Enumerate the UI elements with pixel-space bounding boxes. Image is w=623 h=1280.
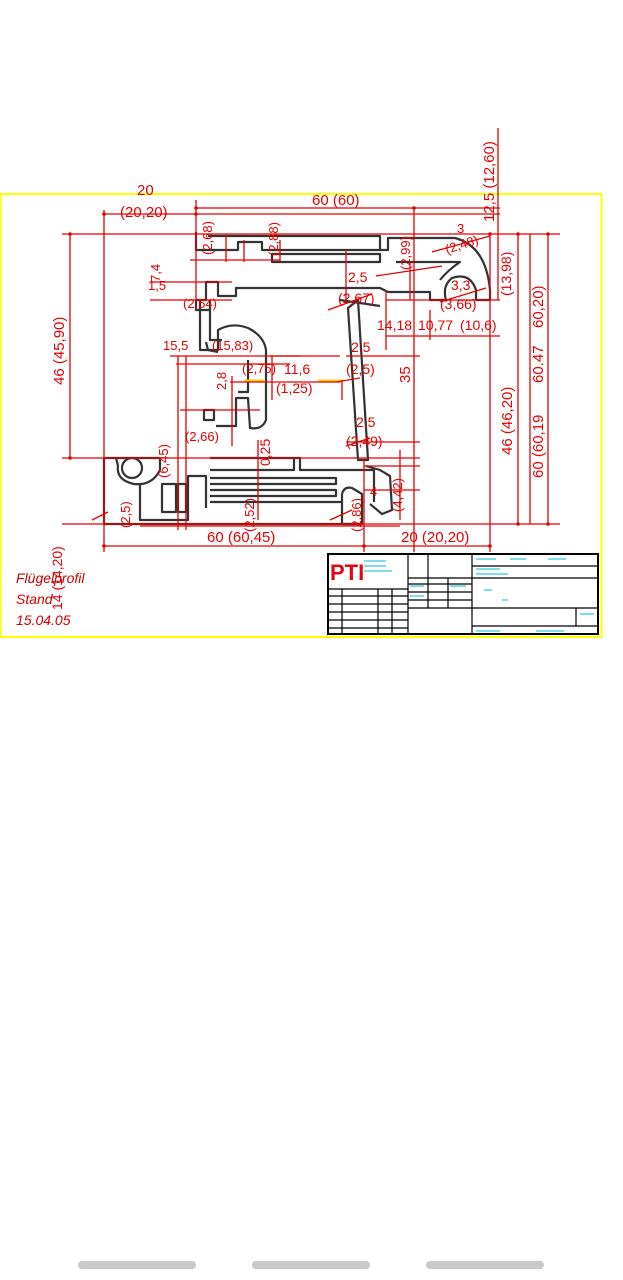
dim-m-2-67: (2,67) <box>338 290 375 306</box>
dimension-lines <box>62 128 560 552</box>
dim-m-2-5c: (2,5) <box>346 361 375 377</box>
dimension-texts: 20 (20,20) 60 (60) 12,5 (12,60) 46 (45,9… <box>51 141 547 546</box>
dim-m-2-5d: 2,5 <box>356 414 376 430</box>
drawing-frame <box>0 193 603 638</box>
dim-r-46: 46 (46,20) <box>499 387 516 455</box>
dim-m-2-52: (2,52) <box>242 498 257 532</box>
dim-bottom-60: 60 (60,45) <box>207 529 275 546</box>
dim-bottom-20: 20 (20,20) <box>401 529 469 546</box>
nav-handle-center[interactable] <box>252 1261 370 1269</box>
note-line-3: 15.04.05 <box>16 612 71 628</box>
dim-r-10-77: 10,77 <box>418 317 453 333</box>
dim-m-2-5b: 2,5 <box>351 339 371 355</box>
title-block-logo: PTI <box>330 560 364 585</box>
dim-r-3-3: 3,3 <box>451 277 471 293</box>
dim-r-60: 60 (60,19 <box>530 415 547 478</box>
dim-top-20-ref: (20,20) <box>120 204 168 221</box>
dim-m-2-5a: 2,5 <box>348 269 368 285</box>
dim-r-3: 3 <box>457 221 464 236</box>
drawing-notes: Flügelprofil Stand 15.04.05 14 (14,20) <box>16 546 85 628</box>
dim-r-10-6: (10,6) <box>460 317 497 333</box>
dim-r-60-47: 60.47 <box>530 345 547 383</box>
dim-r-60-20: 60,20) <box>530 285 547 328</box>
dim-m-2-54: (2,54) <box>183 296 217 311</box>
dim-m-15-5: 15,5 <box>163 338 188 353</box>
nav-handle-left[interactable] <box>78 1261 196 1269</box>
dim-m-15-83: (15,83) <box>212 338 253 353</box>
note-line-1: Flügelprofil <box>16 570 85 586</box>
title-block: PTI <box>327 553 599 635</box>
dim-m-2-88: (2,88) <box>266 222 281 256</box>
dim-m-2-66: (2,66) <box>185 429 219 444</box>
dim-m-7-4: 7,4 <box>148 264 163 282</box>
dim-m-2-8: 2,8 <box>214 372 229 390</box>
dim-m-6-45: (6,45) <box>156 444 171 478</box>
dim-m-2-49: (2,49) <box>346 433 383 449</box>
dim-m-35: 35 <box>397 366 414 383</box>
dim-m-11-6: 11,6 <box>284 361 310 377</box>
dim-m-2-99: (2,99) <box>398 236 413 270</box>
dim-m-4: 4 <box>370 484 377 499</box>
dim-m-0-25: 0,25 <box>257 439 273 466</box>
dim-m-1-25: (1,25) <box>276 380 313 396</box>
dim-m-1-5: 1,5 <box>148 278 166 293</box>
dim-left-46: 46 (45,90) <box>51 317 68 385</box>
nav-handle-right[interactable] <box>426 1261 544 1269</box>
dim-m-4-42: (4,42) <box>390 478 405 512</box>
dimension-ticks <box>68 206 550 548</box>
dim-m-2-5e: (2,5) <box>118 501 133 528</box>
dim-m-2-68: (2,68) <box>200 221 215 255</box>
dim-r-14-18: 14,18 <box>377 317 412 333</box>
dim-right-12-5: 12,5 (12,60) <box>481 141 498 222</box>
dim-r-2-48: (2,48) <box>443 232 480 257</box>
dim-m-2-86: (2,86) <box>349 498 364 532</box>
dim-m-2-75: (2,75) <box>242 361 276 376</box>
dim-top-60: 60 (60) <box>312 192 360 209</box>
dim-r-13-98: (13,98) <box>498 252 514 296</box>
note-line-2: Stand <box>16 591 54 607</box>
dim-top-20: 20 <box>137 182 154 199</box>
note-left-14-20: 14 (14,20) <box>49 546 65 610</box>
dim-r-3-66: (3,66) <box>440 296 477 312</box>
